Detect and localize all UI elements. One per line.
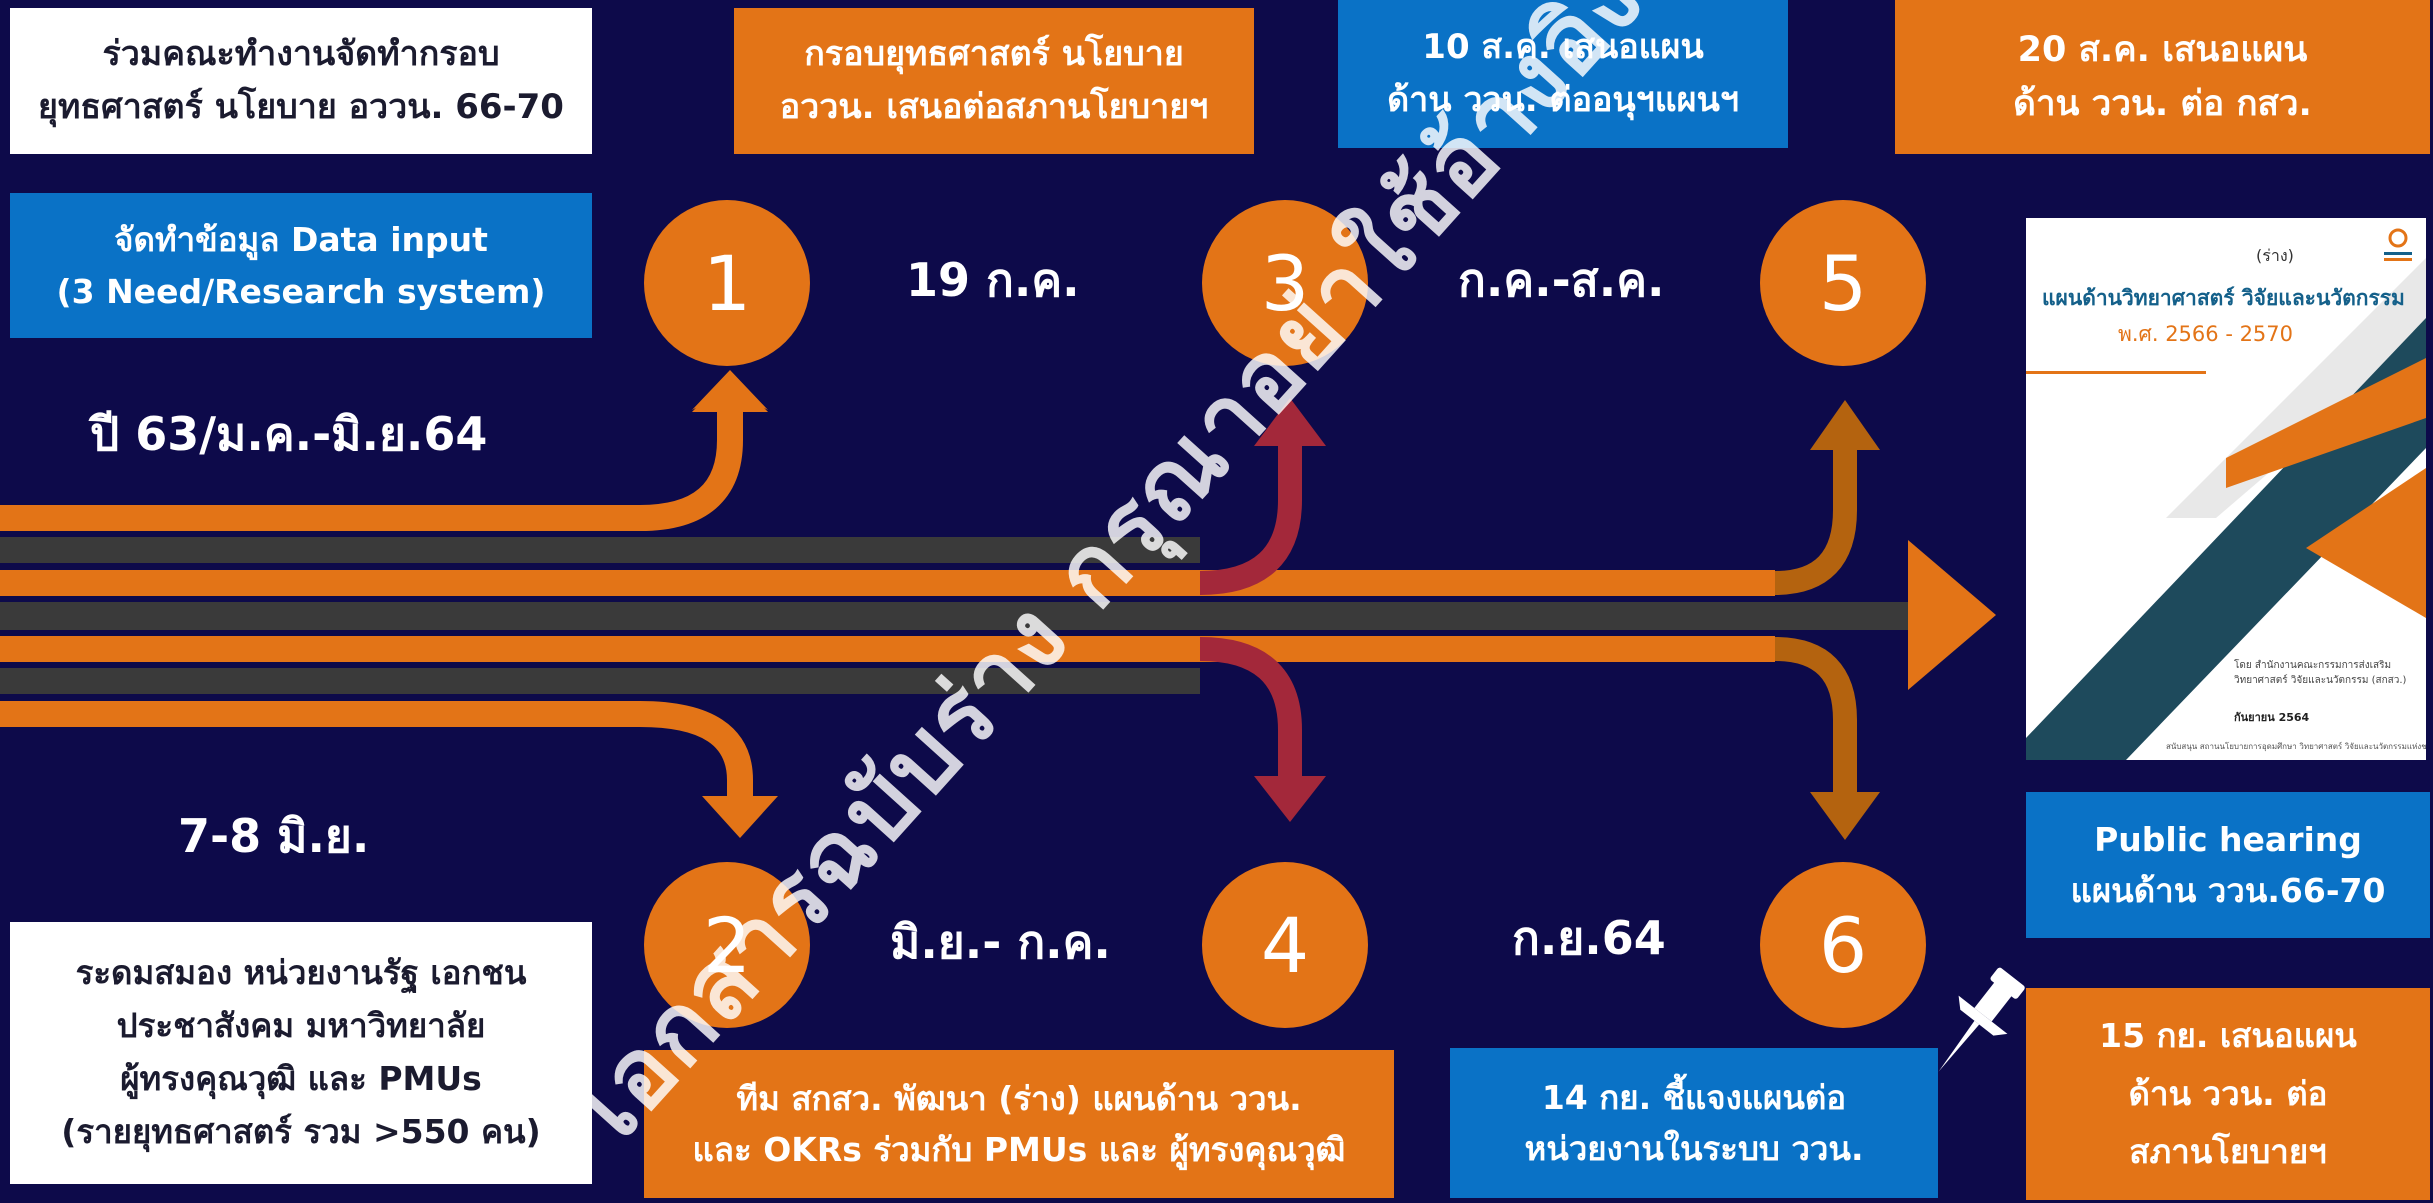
box-line: 10 ส.ค. เสนอแผน	[1422, 27, 1704, 68]
box-line: (3 Need/Research system)	[56, 271, 546, 311]
step-5-circle: 5	[1760, 200, 1926, 366]
step-2-circle: 2	[644, 862, 810, 1028]
arrow-head	[1254, 398, 1326, 446]
data-input-box: จัดทำข้อมูล Data input (3 Need/Research …	[10, 193, 592, 338]
cover-title: แผนด้านวิทยาศาสตร์ วิจัยและนวัตกรรม	[2042, 286, 2405, 310]
top-left-box: ร่วมคณะทำงานจัดทำกรอบ ยุทธศาสตร์ นโยบาย …	[10, 8, 592, 154]
box-line: ด้าน ววน. ต่อ กสว.	[2013, 84, 2312, 124]
arrow-head	[1810, 400, 1880, 450]
arrow-to-step-3	[1199, 440, 1302, 595]
gray-stripe	[0, 537, 1200, 563]
arrow-head	[1254, 776, 1326, 822]
top-step5-box: 10 ส.ค. เสนอแผน ด้าน ววน. ต่ออนุฯแผนฯ	[1338, 0, 1788, 148]
box-line: ด้าน ววน. ต่ออนุฯแผนฯ	[1387, 80, 1739, 120]
box-line: จัดทำข้อมูล Data input	[114, 220, 488, 260]
cover-by-line: โดย สำนักงานคณะกรรมการส่งเสริม	[2234, 660, 2392, 671]
box-line: ยุทธศาสตร์ นโยบาย อววน. 66-70	[38, 87, 564, 127]
box-line: 14 กย. ชี้แจงแผนต่อ	[1541, 1077, 1847, 1117]
arrow-to-step-6	[1774, 637, 1857, 795]
year-label: ปี 63/ม.ค.-มิ.ย.64	[90, 407, 488, 461]
logo-icon	[2384, 228, 2412, 261]
box-line: กรอบยุทธศาสตร์ นโยบาย	[804, 34, 1184, 75]
step-4-circle: 4	[1202, 862, 1368, 1028]
box-line: 15 กย. เสนอแผน	[2099, 1016, 2357, 1056]
cover-by: โดย สำนักงานคณะกรรมการส่งเสริม วิทยาศาสต…	[2234, 658, 2406, 688]
plan-cover-image: (ร่าง) แผนด้านวิทยาศาสตร์ วิจัยและนวัตกร…	[2026, 218, 2426, 760]
box-line: (รายยุทธศาสตร์ รวม >550 คน)	[61, 1111, 541, 1151]
box-line: ด้าน ววน. ต่อ	[2128, 1074, 2328, 1114]
arrow-to-step-2	[0, 701, 753, 800]
bottom-left-box: ระดมสมอง หน่วยงานรัฐ เอกชน ประชาสังคม มห…	[10, 922, 592, 1184]
bottom-step6-box: 14 กย. ชี้แจงแผนต่อ หน่วยงานในระบบ ววน.	[1450, 1048, 1938, 1198]
jun-jul-label: มิ.ย.- ก.ค.	[890, 915, 1111, 969]
main-stripe	[0, 636, 1775, 662]
box-line: ร่วมคณะทำงานจัดทำกรอบ	[102, 34, 500, 75]
cover-graphic	[2026, 258, 2426, 760]
box-line: ผู้ทรงคุณวุฒิ และ PMUs	[120, 1059, 482, 1098]
cover-by-line: วิทยาศาสตร์ วิจัยและนวัตกรรม (สกสว.)	[2234, 675, 2407, 686]
cover-footer: สนับสนุน สถานนโยบายการอุดมศึกษา วิทยาศาส…	[2166, 742, 2426, 751]
arrow-to-step-5	[1774, 445, 1857, 595]
arrow-head	[1810, 792, 1880, 840]
jun-label: 7-8 มิ.ย.	[178, 809, 370, 863]
box-line: สภานโยบายฯ	[2129, 1131, 2327, 1171]
box-line: อววน. เสนอต่อสภานโยบายฯ	[779, 87, 1209, 127]
step-3-circle: 3	[1202, 200, 1368, 366]
arrow-to-step-1	[0, 405, 743, 531]
cover-draft: (ร่าง)	[2256, 246, 2294, 265]
box-line: และ OKRs ร่วมกับ PMUs และ ผู้ทรงคุณวุฒิ	[692, 1130, 1346, 1169]
box-line: ระดมสมอง หน่วยงานรัฐ เอกชน	[75, 953, 527, 993]
box-line: หน่วยงานในระบบ ววน.	[1524, 1129, 1864, 1168]
gray-stripe	[0, 668, 1200, 694]
bottom-right-box: 15 กย. เสนอแผน ด้าน ววน. ต่อ สภานโยบายฯ	[2026, 988, 2430, 1200]
box-line: Public hearing	[2094, 819, 2362, 859]
jul-aug-label: ก.ค.-ส.ค.	[1458, 253, 1665, 307]
box-line: ทีม สกสว. พัฒนา (ร่าง) แผนด้าน ววน.	[736, 1078, 1302, 1118]
cover-date: กันยายน 2564	[2234, 711, 2310, 724]
jul19-label: 19 ก.ค.	[906, 253, 1080, 307]
pushpin-icon	[1938, 967, 2025, 1072]
bottom-mid-box: ทีม สกสว. พัฒนา (ร่าง) แผนด้าน ววน. และ …	[644, 1050, 1394, 1198]
arrow-head	[702, 796, 778, 838]
main-arrow-head	[1908, 540, 1996, 690]
arrow-to-step-4	[1199, 637, 1302, 780]
arrow-head-fill	[692, 372, 768, 412]
gray-stripe	[0, 602, 1915, 630]
step-1-circle: 1	[644, 200, 810, 366]
sep-label: ก.ย.64	[1512, 911, 1666, 965]
box-line: 20 ส.ค. เสนอแผน	[2017, 29, 2308, 70]
top-mid-box: กรอบยุทธศาสตร์ นโยบาย อววน. เสนอต่อสภานโ…	[734, 8, 1254, 154]
box-line: ประชาสังคม มหาวิทยาลัย	[116, 1006, 486, 1046]
cover-years: พ.ศ. 2566 - 2570	[2118, 322, 2294, 346]
box-line: แผนด้าน ววน.66-70	[2070, 871, 2386, 910]
public-hearing-box: Public hearing แผนด้าน ววน.66-70	[2026, 792, 2430, 938]
step-6-circle: 6	[1760, 862, 1926, 1028]
cover-divider	[2026, 371, 2206, 374]
top-right-box: 20 ส.ค. เสนอแผน ด้าน ววน. ต่อ กสว.	[1895, 0, 2430, 154]
main-stripe	[0, 570, 1775, 596]
